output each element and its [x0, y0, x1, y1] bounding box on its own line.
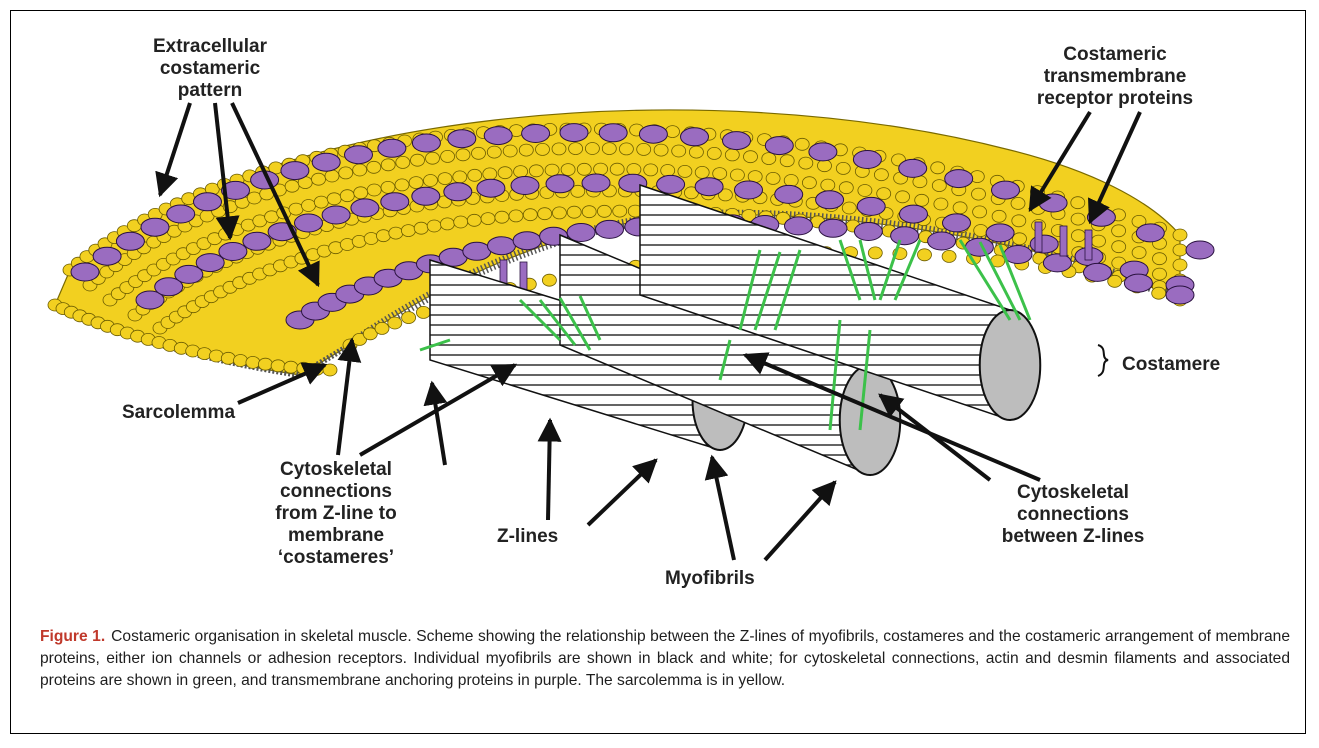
costamere-brace [1098, 345, 1108, 376]
figure-label: Figure 1. [40, 628, 105, 645]
svg-text:Cytoskeletal: Cytoskeletal [280, 459, 392, 480]
label-cyto-between: Cytoskeletal connections between Z-lines [1002, 482, 1145, 547]
svg-text:from Z-line to: from Z-line to [275, 503, 396, 524]
svg-text:Costameric: Costameric [1063, 44, 1167, 65]
svg-text:membrane: membrane [288, 525, 384, 546]
svg-text:connections: connections [280, 481, 392, 502]
label-transmembrane: Costameric transmembrane receptor protei… [1037, 44, 1193, 109]
svg-text:costameric: costameric [160, 58, 261, 79]
costamere-diagram: Extracellular costameric pattern Costame… [0, 0, 1319, 625]
svg-text:between Z-lines: between Z-lines [1002, 526, 1145, 547]
label-myofibrils: Myofibrils [665, 568, 755, 589]
svg-text:Cytoskeletal: Cytoskeletal [1017, 482, 1129, 503]
label-sarcolemma: Sarcolemma [122, 402, 235, 423]
figure-caption: Figure 1.Costameric organisation in skel… [40, 626, 1290, 692]
label-z-lines: Z-lines [497, 526, 558, 547]
label-extracellular: Extracellular costameric pattern [153, 36, 268, 101]
label-cyto-z-to-membrane: Cytoskeletal connections from Z-line to … [275, 459, 396, 568]
svg-text:‘costameres’: ‘costameres’ [278, 547, 394, 568]
svg-text:Extracellular: Extracellular [153, 36, 268, 57]
label-costamere: Costamere [1122, 354, 1220, 375]
svg-text:transmembrane: transmembrane [1044, 66, 1187, 87]
svg-text:receptor proteins: receptor proteins [1037, 88, 1193, 109]
svg-text:connections: connections [1017, 504, 1129, 525]
caption-text: Costameric organisation in skeletal musc… [40, 628, 1290, 689]
svg-text:pattern: pattern [178, 80, 242, 101]
